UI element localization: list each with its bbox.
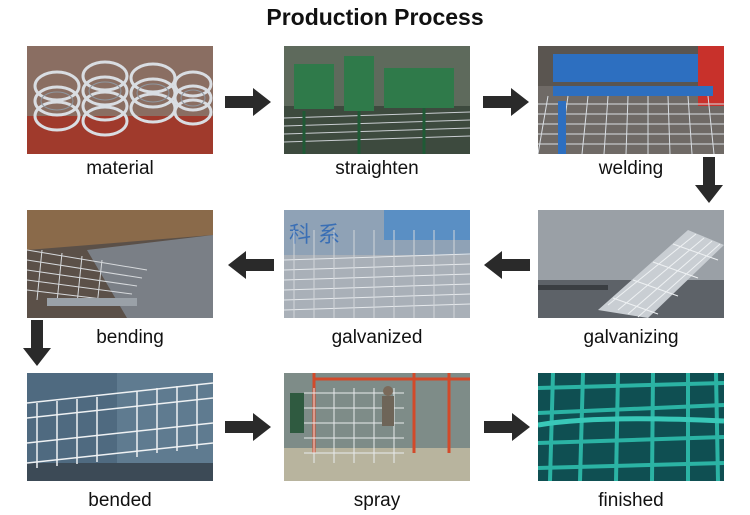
arrow-down-icon xyxy=(695,157,723,203)
step-label: galvanized xyxy=(284,327,470,349)
galvanized-photo: 科 系 xyxy=(284,210,470,318)
bended-photo xyxy=(27,373,213,481)
arrow-left-icon xyxy=(228,251,274,279)
galvanizing-photo xyxy=(538,210,724,318)
straighten-photo xyxy=(284,46,470,154)
step-label: spray xyxy=(284,490,470,512)
arrow-right-icon xyxy=(483,88,529,116)
bending-photo xyxy=(27,210,213,318)
step-label: material xyxy=(27,158,213,180)
finished-photo xyxy=(538,373,724,481)
material-photo xyxy=(27,46,213,154)
arrow-right-icon xyxy=(225,88,271,116)
welding-photo xyxy=(538,46,724,154)
step-label: finished xyxy=(538,490,724,512)
arrow-left-icon xyxy=(484,251,530,279)
arrow-right-icon xyxy=(484,413,530,441)
step-label: straighten xyxy=(284,158,470,180)
step-label: bended xyxy=(27,490,213,512)
page-title: Production Process xyxy=(0,4,750,31)
step-label: galvanizing xyxy=(538,327,724,349)
arrow-down-icon xyxy=(23,320,51,366)
step-label: bending xyxy=(37,327,223,349)
spray-photo xyxy=(284,373,470,481)
arrow-right-icon xyxy=(225,413,271,441)
